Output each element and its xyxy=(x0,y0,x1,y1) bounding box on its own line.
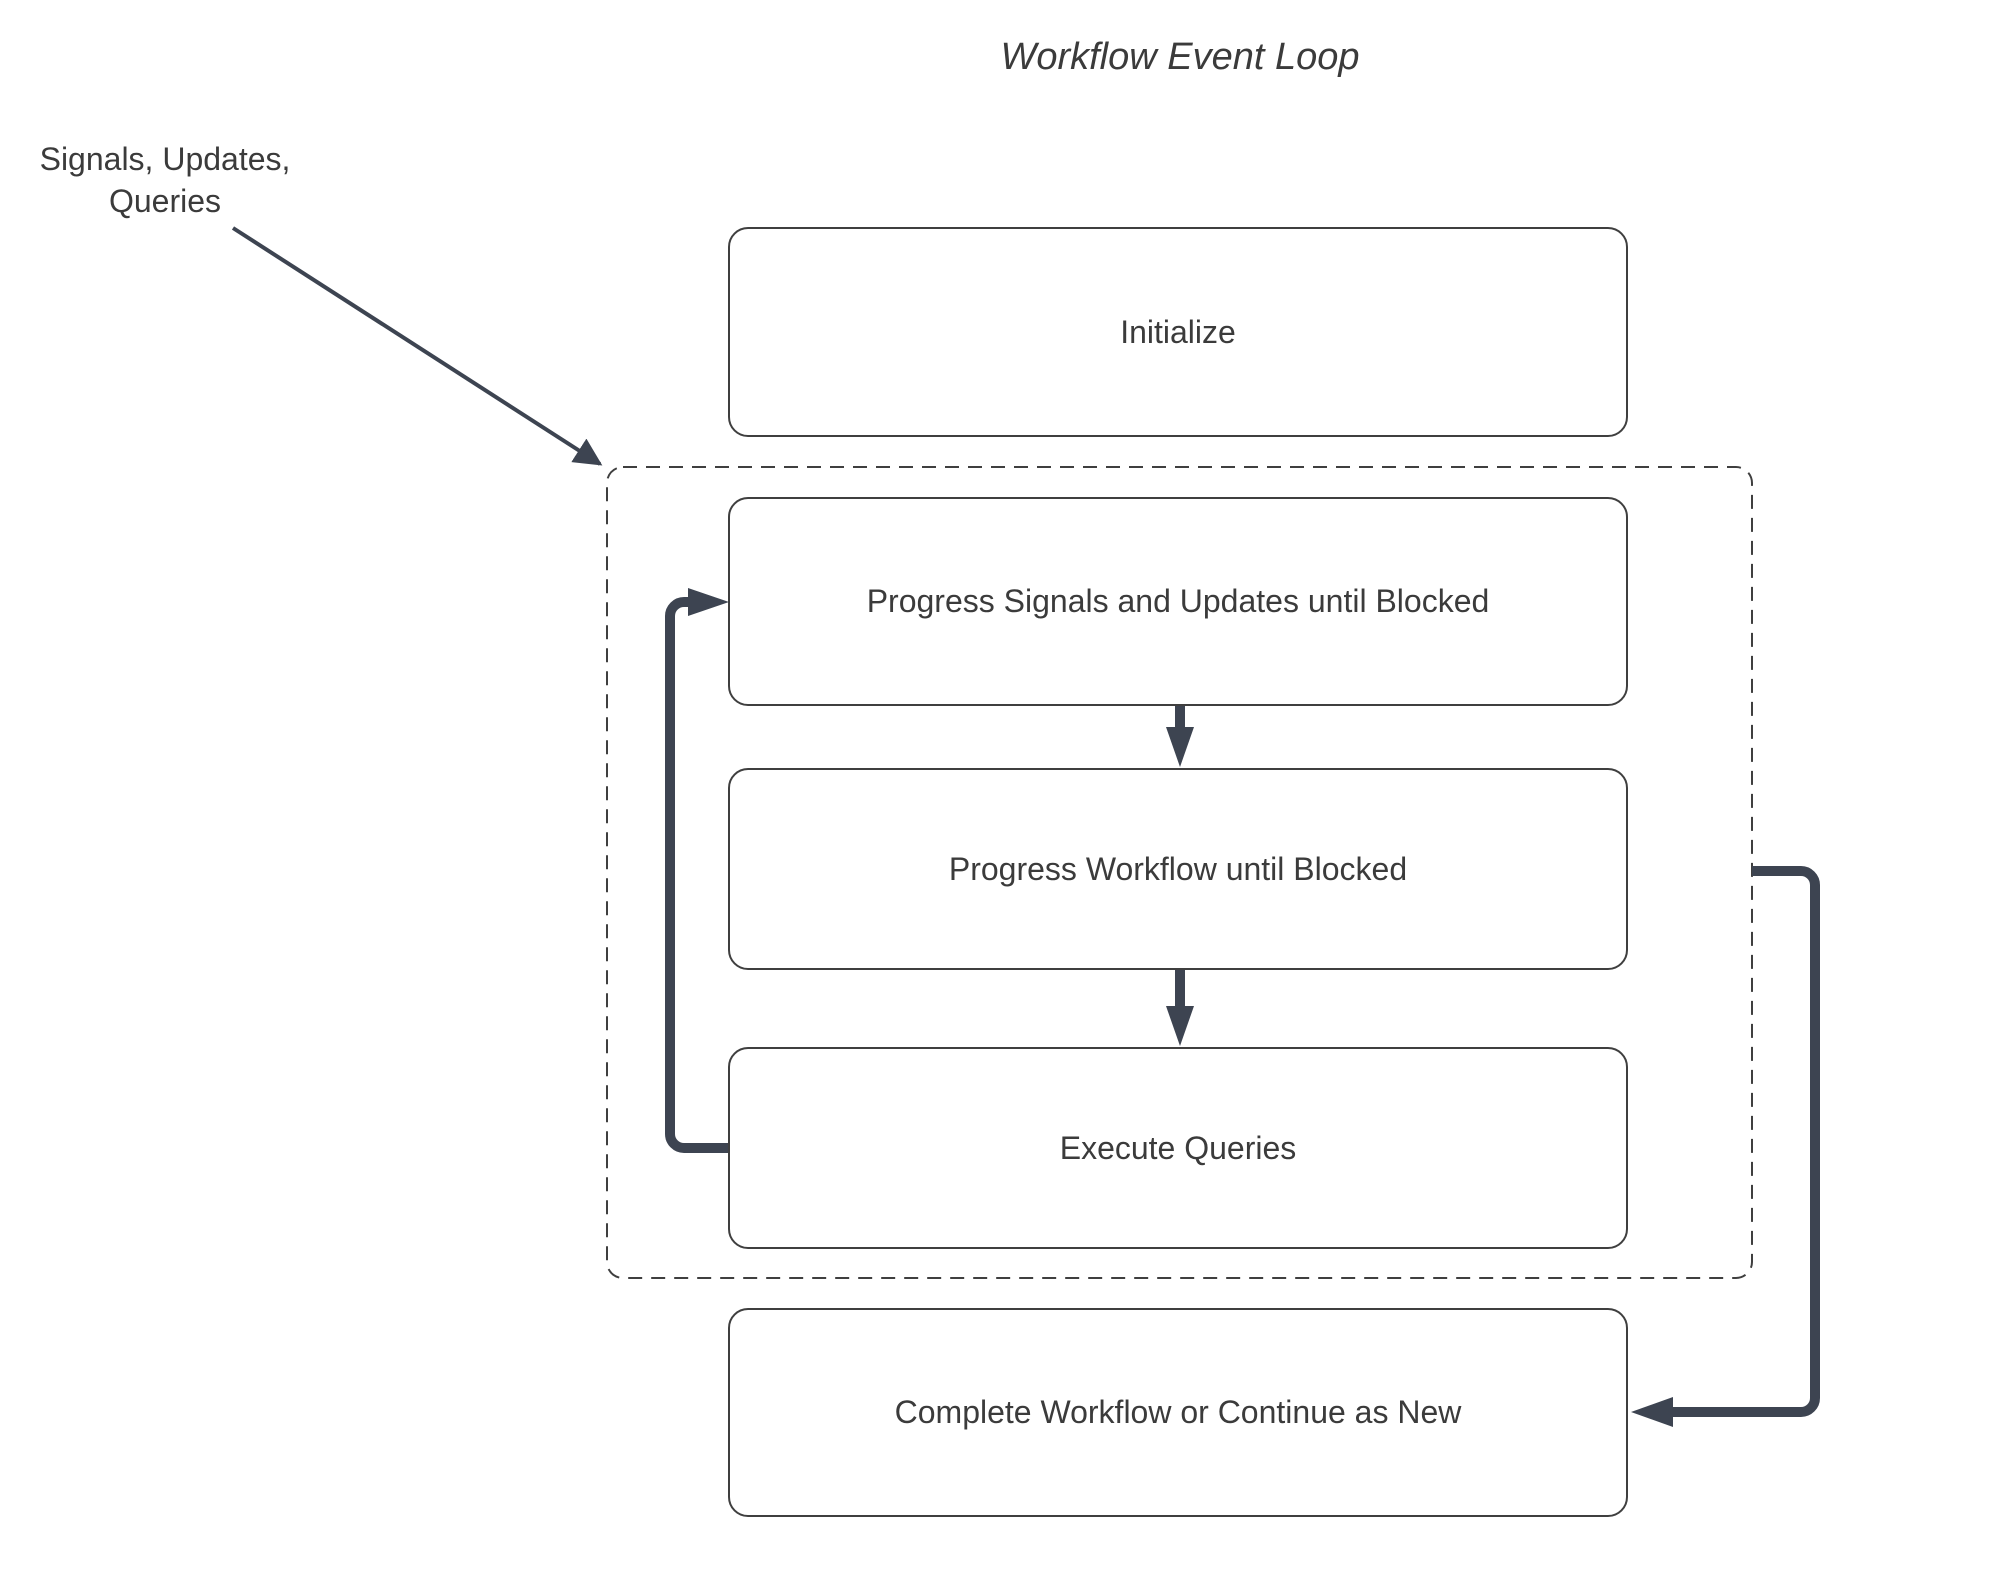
node-progress-signals: Progress Signals and Updates until Block… xyxy=(728,497,1628,706)
signals-to-group-arrow-icon xyxy=(231,226,603,466)
node-execute-queries-label: Execute Queries xyxy=(1059,1129,1297,1166)
arrow-down-1-icon xyxy=(1166,706,1194,767)
signals-updates-queries-label: Signals, Updates, Queries xyxy=(39,141,291,219)
node-progress-workflow-label: Progress Workflow until Blocked xyxy=(948,850,1408,887)
diagram-title: Workflow Event Loop xyxy=(1000,36,1360,78)
node-progress-workflow: Progress Workflow until Blocked xyxy=(728,768,1628,970)
group-to-complete-arrow-icon xyxy=(1631,866,1820,1427)
node-complete-label: Complete Workflow or Continue as New xyxy=(894,1394,1462,1430)
node-execute-queries: Execute Queries xyxy=(728,1047,1628,1249)
node-initialize: Initialize xyxy=(728,227,1628,437)
node-complete: Complete Workflow or Continue as New xyxy=(728,1308,1628,1517)
loop-back-arrow-icon xyxy=(665,588,729,1153)
arrow-down-2-icon xyxy=(1166,970,1194,1046)
node-progress-signals-label: Progress Signals and Updates until Block… xyxy=(866,583,1490,619)
node-initialize-label: Initialize xyxy=(1120,313,1236,350)
